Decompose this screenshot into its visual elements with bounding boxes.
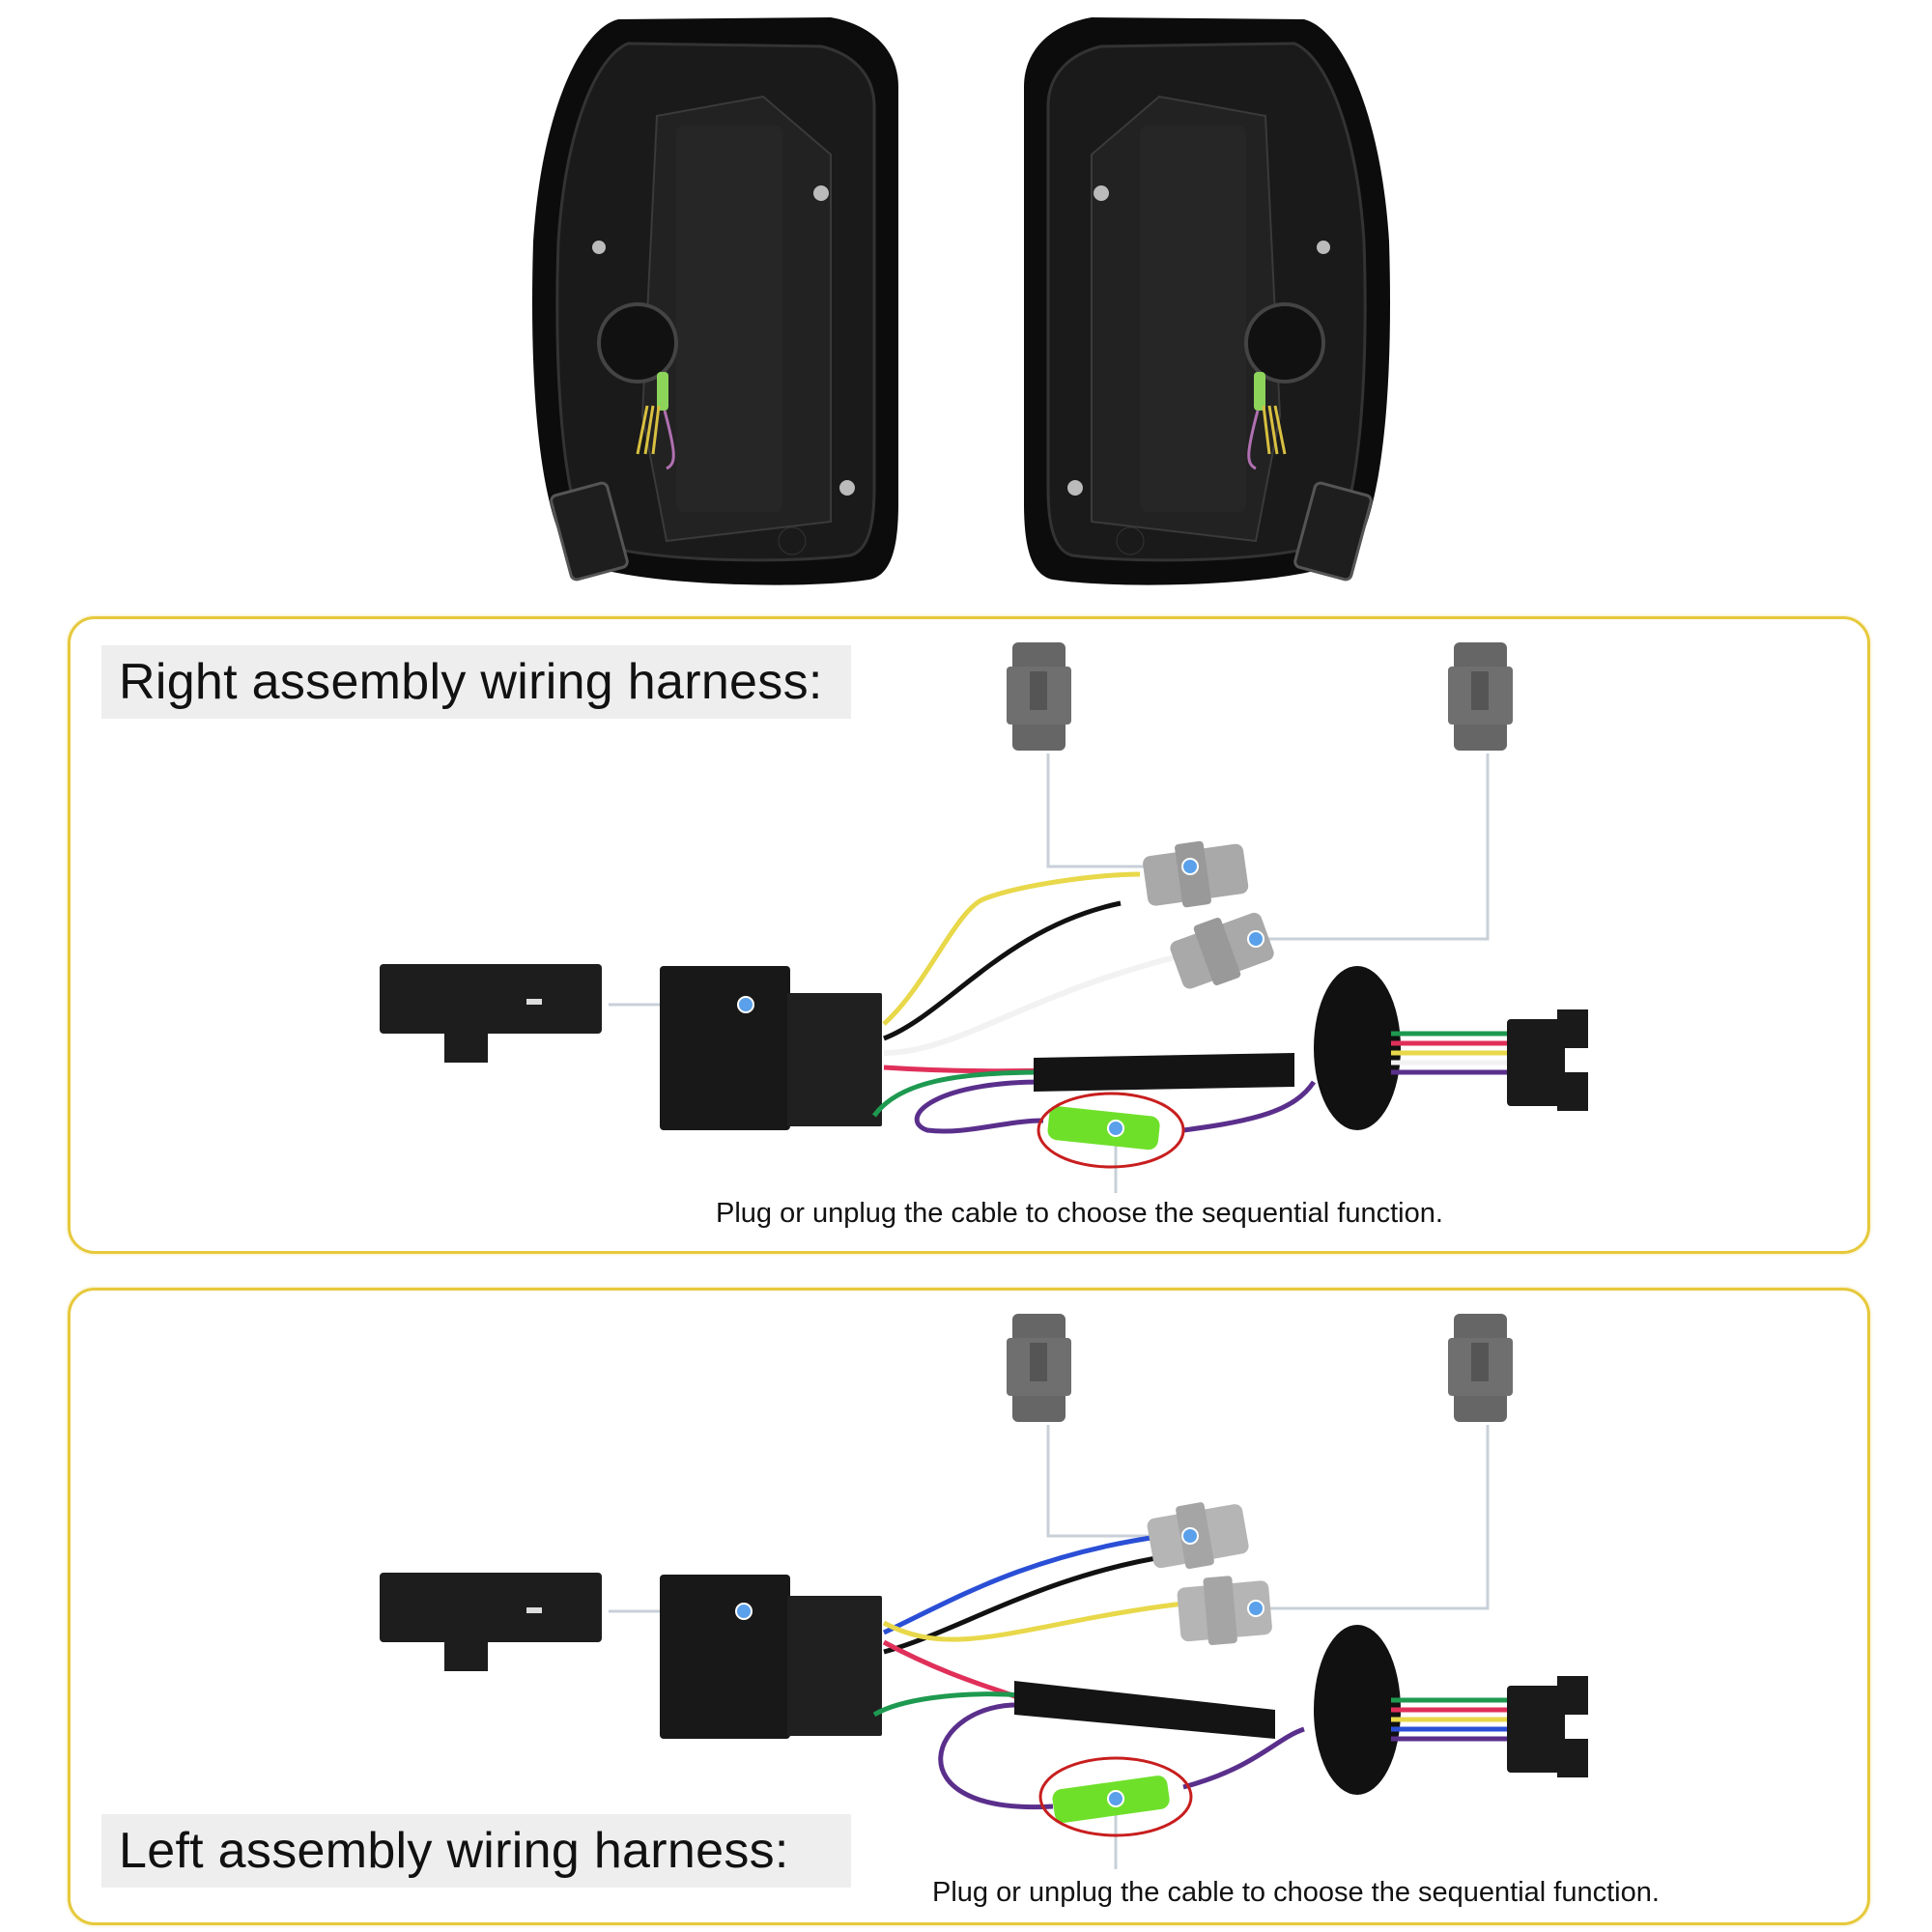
left-harness-title: Left assembly wiring harness: bbox=[101, 1814, 851, 1888]
right-harness-caption: Plug or unplug the cable to choose the s… bbox=[716, 1198, 1443, 1229]
right-harness-title: Right assembly wiring harness: bbox=[101, 645, 851, 719]
right-tail-light-image bbox=[1024, 17, 1391, 585]
left-tail-light-image bbox=[531, 17, 898, 585]
left-harness-caption: Plug or unplug the cable to choose the s… bbox=[932, 1877, 1660, 1908]
tail-light-photos bbox=[531, 17, 1391, 585]
